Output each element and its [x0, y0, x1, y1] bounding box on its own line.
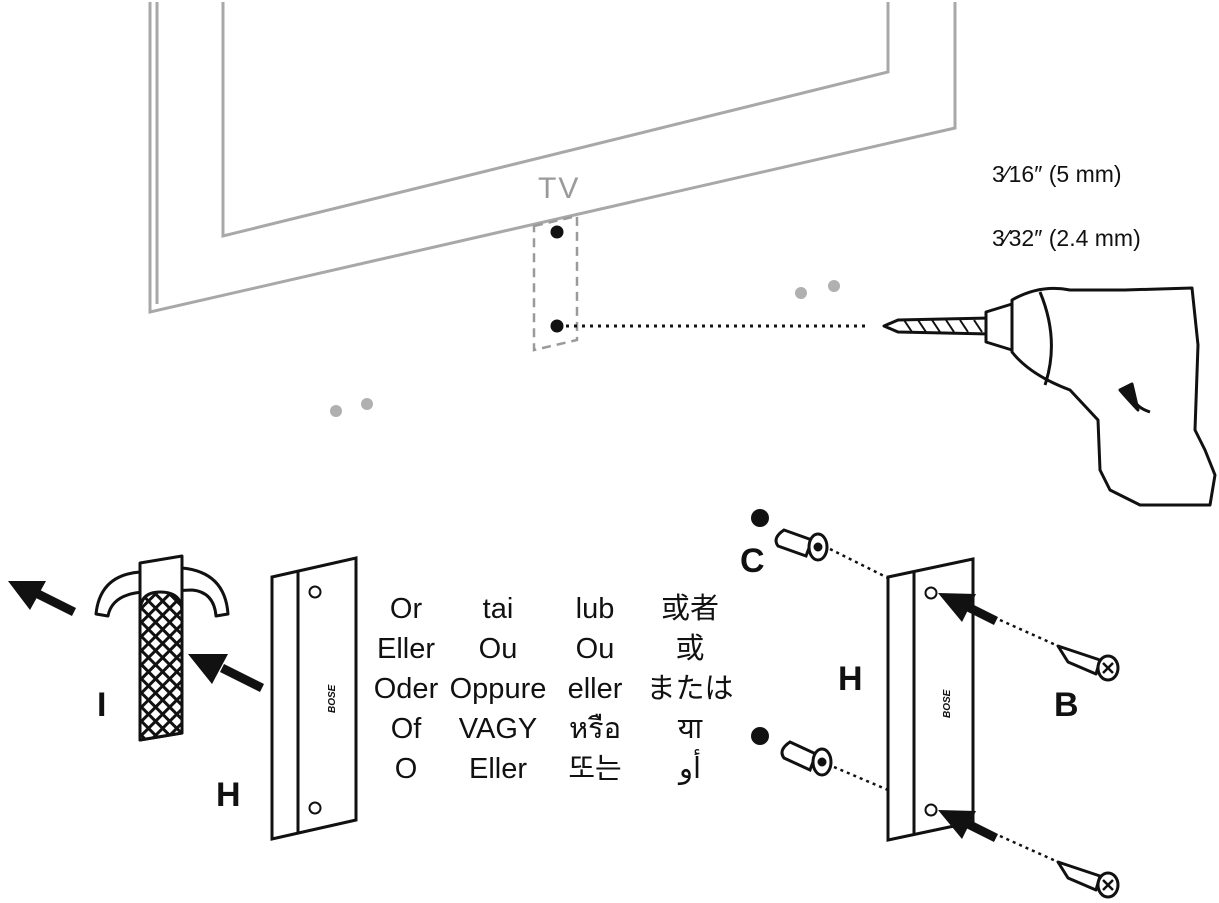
press-clip-arrow: [188, 654, 265, 693]
or-word: lub: [576, 593, 615, 625]
upper-hole-mark: [550, 225, 564, 239]
alternate-hole-dots-right: [795, 280, 840, 299]
tv-outline: [148, 2, 957, 314]
or-word: أو: [677, 748, 701, 786]
wall-anchor-icon-top: [774, 528, 829, 562]
part-label-h-right: H: [838, 660, 863, 698]
or-word: 또는: [568, 753, 621, 785]
or-word: Of: [391, 713, 423, 745]
or-word: Ou: [479, 633, 518, 665]
screw-guide-top: [999, 618, 1059, 648]
drill-bit-size-large: 3⁄16″ (5 mm): [992, 161, 1122, 187]
adhesive-clip-part: [94, 554, 230, 742]
or-word: O: [395, 753, 418, 785]
or-word: Eller: [469, 753, 527, 785]
bracket-logo-left: BOSE: [327, 684, 338, 713]
or-word: या: [678, 713, 703, 745]
or-word: 或: [675, 632, 704, 665]
power-drill-icon: [882, 286, 1217, 507]
or-word: eller: [568, 673, 623, 705]
part-label-b: B: [1054, 686, 1079, 724]
part-label-i: I: [97, 686, 106, 724]
anchor-guide-top: [829, 547, 889, 580]
or-word: Or: [390, 593, 423, 625]
bracket-logo-right: BOSE: [942, 689, 953, 718]
insert-screw-arrow-top: [938, 593, 999, 626]
bracket-h-left: [270, 556, 358, 841]
or-word: Ou: [576, 633, 615, 665]
or-word: または: [646, 673, 733, 705]
or-word: VAGY: [459, 713, 537, 745]
wall-anchor-icon-bottom: [780, 740, 833, 777]
drill-bit-size-small: 3⁄32″ (2.4 mm): [992, 225, 1141, 251]
anchor-guide-bottom: [833, 765, 889, 792]
tv-label: TV: [538, 172, 580, 205]
or-word: Oppure: [450, 673, 547, 705]
or-word: tai: [483, 593, 514, 625]
part-label-c: C: [740, 542, 765, 580]
remove-backing-arrow: [8, 581, 77, 617]
anchor-bullet-bottom: [751, 727, 769, 745]
or-word: Oder: [374, 673, 439, 705]
insert-screw-arrow-bottom: [938, 810, 999, 843]
or-word: 或者: [661, 592, 719, 625]
anchor-bullet-top: [751, 509, 769, 527]
lower-hole-mark: [550, 319, 564, 333]
or-word: Eller: [377, 633, 435, 665]
screw-icon-bottom: [1056, 860, 1120, 899]
alternate-hole-dots-left: [330, 398, 373, 417]
mounting-location-outline: [532, 214, 579, 352]
screw-icon-top: [1056, 644, 1120, 682]
or-translations-grid: Or tai lub 或者 Eller Ou Ou 或 Oder Oppure …: [374, 592, 734, 786]
or-word: หรือ: [569, 713, 621, 745]
screw-guide-bottom: [999, 834, 1059, 864]
part-label-h-left: H: [216, 776, 241, 814]
bracket-h-right: [886, 557, 975, 842]
